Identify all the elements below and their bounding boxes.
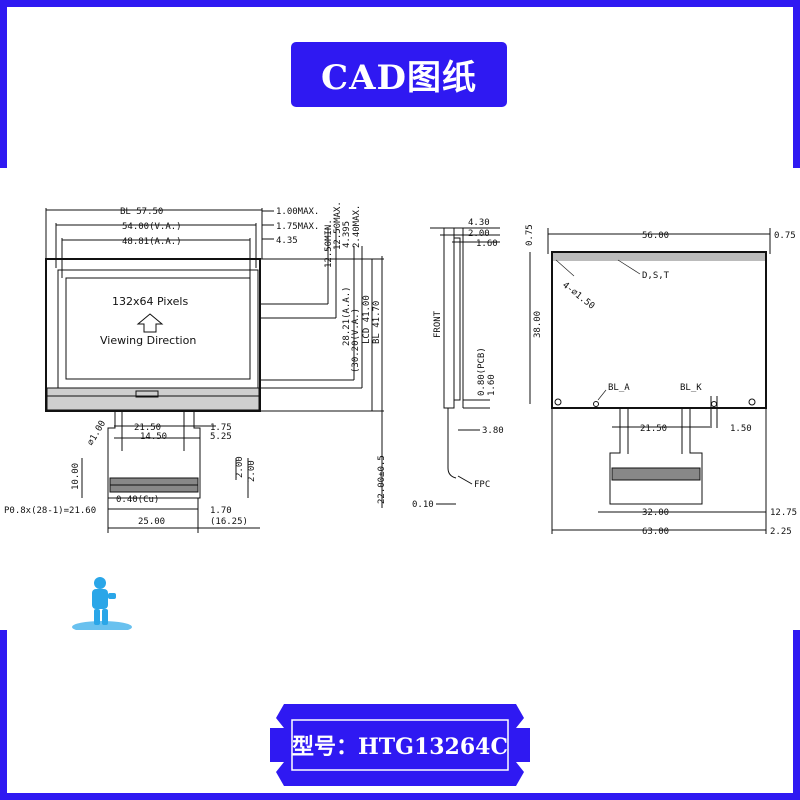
- dim-25-00: 25.00: [138, 517, 165, 527]
- model-label: 型号：HTG13264C: [292, 734, 508, 760]
- dim-10-00: 10.00: [71, 463, 81, 490]
- pixels-label: 132x64 Pixels: [112, 295, 188, 308]
- page-title: CAD图纸: [321, 58, 477, 98]
- lcd-outline: [45, 258, 261, 412]
- dim-bl-width: BL 57.50: [120, 207, 163, 217]
- backlight-strip: [46, 387, 260, 411]
- title-banner: CAD图纸: [291, 42, 507, 107]
- dim-aa-width: 48.81(A.A.): [122, 237, 182, 247]
- dim-12-50min: 12.50MIN.: [324, 219, 334, 268]
- dim-va-width: 54.00(V.A.): [122, 222, 182, 232]
- dim-bl-height: BL 41.70: [372, 301, 382, 344]
- dim-2-25: 2.25: [770, 527, 792, 537]
- dim-aa-height: 28.21(A.A.): [342, 286, 352, 346]
- dim-0-10: 0.10: [412, 500, 434, 510]
- cad-drawing: BL 57.50 54.00(V.A.) 48.81(A.A.) 1.00MAX…: [0, 168, 800, 630]
- front-view: BL 57.50 54.00(V.A.) 48.81(A.A.) 1.00MAX…: [4, 201, 387, 533]
- dim-holes: 4-⌀1.50: [560, 280, 596, 311]
- dim-4-35: 4.35: [276, 236, 298, 246]
- viewing-direction-arrow: [136, 313, 164, 333]
- dim-14-50: 14.50: [140, 432, 167, 442]
- dim-2-00b: 2.00: [247, 460, 257, 482]
- dim-0-75b: 0.75: [774, 231, 796, 241]
- dim-0-75a: 0.75: [525, 224, 535, 246]
- dim-63-00: 63.00: [642, 527, 669, 537]
- bl-k-label: BL_K: [680, 383, 702, 393]
- dim-4-395: 4.395: [342, 221, 352, 248]
- dim-21-50-back: 21.50: [640, 424, 667, 434]
- dim-1-60a: 1.60: [476, 239, 498, 249]
- model-badge: 型号：HTG13264C: [262, 698, 538, 792]
- dim-12-50max: 12.50MAX.: [333, 201, 343, 250]
- back-view: 0.75 56.00 0.75 4-⌀1.50 D,S,T 38.00 BL_A…: [525, 224, 797, 537]
- dim-1-50: 1.50: [730, 424, 752, 434]
- dim-hole-1-00: ⌀1.00: [86, 419, 108, 447]
- dim-12-75: 12.75: [770, 508, 797, 518]
- dim-lcd: LCD 41.00: [362, 295, 372, 344]
- mascot-logo-icon: [70, 575, 140, 633]
- dim-5-25: 5.25: [210, 432, 232, 442]
- active-area: [65, 277, 251, 380]
- dim-56-00: 56.00: [642, 231, 669, 241]
- dim-1-75max: 1.75MAX.: [276, 222, 319, 232]
- side-view: 4.30 2.00 1.60 FRONT 0.80(PCB) 1.60 3.80…: [412, 218, 504, 510]
- viewing-area: [57, 269, 259, 389]
- dim-32-00: 32.00: [642, 508, 669, 518]
- dim-fpc-pitch: P0.8x(28-1)=21.60: [4, 506, 96, 516]
- dim-1-70: 1.70: [210, 506, 232, 516]
- dst-label: D,S,T: [642, 271, 670, 281]
- dim-38-00: 38.00: [533, 311, 543, 338]
- dim-3-80: 3.80: [482, 426, 504, 436]
- dim-2-40max: 2.40MAX.: [352, 205, 362, 248]
- dim-2-00-side: 2.00: [468, 229, 490, 239]
- dim-21-50-front: 21.50: [134, 423, 161, 433]
- dim-1-60b: 1.60: [487, 374, 497, 396]
- bl-a-label: BL_A: [608, 383, 630, 393]
- dim-2-00a: 2.00: [235, 456, 245, 478]
- dim-va-height: (30.20(V.A.): [351, 308, 361, 373]
- dim-0-80-pcb: 0.80(PCB): [477, 347, 487, 396]
- dim-1-75: 1.75: [210, 423, 232, 433]
- dim-fpc-length: 22.00±0.5: [377, 455, 387, 504]
- front-label: FRONT: [433, 310, 443, 338]
- fpc-label: FPC: [474, 480, 490, 490]
- back-outline: [551, 251, 767, 409]
- dim-4-30: 4.30: [468, 218, 490, 228]
- dim-pitch: 0.40(Cu): [116, 495, 159, 505]
- dim-16-25: (16.25): [210, 517, 248, 527]
- viewing-direction-label: Viewing Direction: [100, 334, 196, 347]
- dim-1-00max: 1.00MAX.: [276, 207, 319, 217]
